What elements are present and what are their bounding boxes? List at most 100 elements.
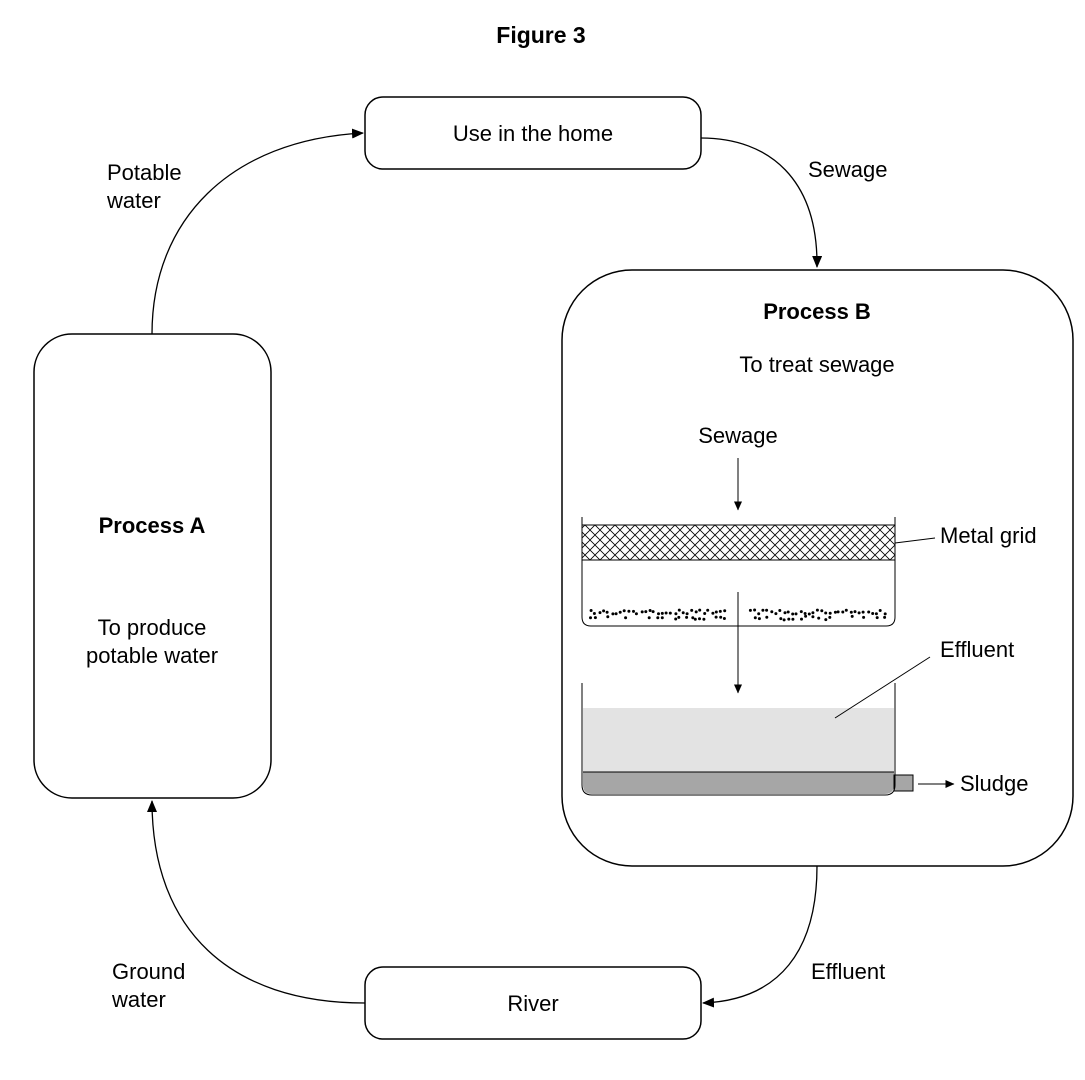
grit-dot (883, 615, 887, 619)
river-label: River (507, 991, 558, 1016)
grit-dot (606, 615, 610, 619)
grit-dot (602, 609, 606, 613)
ground-water-label-line1: Ground (112, 959, 185, 984)
grit-dot (850, 614, 854, 618)
grit-dot (787, 617, 791, 621)
grit-dot (799, 610, 803, 614)
effluent-arrow (702, 865, 818, 1008)
grit-dot (761, 608, 765, 612)
grit-dot (698, 617, 701, 621)
grit-dot (871, 612, 875, 615)
grit-dot (674, 617, 678, 621)
sewage-label: Sewage (808, 157, 888, 182)
sludge-outlet (893, 774, 914, 792)
grit-dot (757, 612, 761, 616)
grit-dot (849, 610, 853, 614)
sewage-arrow (700, 137, 823, 268)
potable-water-label-line2: water (106, 188, 161, 213)
grit-dot (668, 611, 672, 615)
inlet-sewage-label: Sewage (698, 423, 778, 448)
grit-dot (783, 611, 787, 615)
process-b-title: Process B (763, 299, 871, 324)
grit-dot (765, 615, 769, 619)
grit-dot (690, 608, 694, 612)
grit-dot (706, 608, 710, 612)
grit-dot (632, 609, 635, 613)
process-b-description: To treat sewage (739, 352, 894, 377)
grit-dot (674, 612, 678, 616)
grit-dot (651, 610, 655, 614)
grit-dot (614, 612, 618, 616)
grit-dot (853, 610, 857, 614)
grit-dot (794, 612, 798, 616)
grit-dot (779, 617, 783, 621)
sludge-label: Sludge (960, 771, 1029, 796)
grit-dot (836, 610, 840, 614)
ground-water-label-line2: water (111, 987, 166, 1012)
grit-dot (656, 616, 660, 620)
grit-dot (618, 610, 622, 614)
effluent-label: Effluent (811, 959, 885, 984)
grit-dot (718, 609, 722, 613)
grit-dot (664, 611, 668, 615)
grit-dot (598, 611, 602, 615)
grit-dot (589, 616, 592, 620)
upper-tank (581, 517, 896, 627)
grit-dot (753, 608, 757, 612)
grit-dot (681, 611, 685, 615)
ground-water-arrow (147, 800, 366, 1004)
grit-dot (627, 609, 631, 613)
process-a-description-line1: To produce (98, 615, 207, 640)
grit-dot (694, 610, 698, 614)
sewage-treatment-apparatus: Sewage Metal grid Effluent Sludge (581, 423, 1037, 796)
grit-dot (820, 609, 824, 613)
grit-dot (861, 610, 865, 614)
grit-dot (702, 617, 706, 621)
potable-water-label-line1: Potable (107, 160, 182, 185)
grit-dot (592, 612, 596, 615)
grit-dot (711, 611, 715, 615)
grit-dot (774, 612, 778, 616)
grit-dot (634, 612, 638, 616)
river-node: River (364, 966, 702, 1040)
grit-dot (833, 610, 837, 614)
process-a-title: Process A (99, 513, 206, 538)
potable-water-arrow (151, 128, 364, 335)
grit-dot (782, 618, 786, 622)
grit-dot (875, 616, 879, 620)
grit-dot (605, 610, 609, 614)
grit-dot (841, 610, 845, 614)
grit-dot (811, 615, 815, 619)
grit-dot (765, 608, 769, 612)
process-a-node: Process A To produce potable water (33, 333, 272, 799)
grit-dot (677, 615, 681, 619)
grit-dot (624, 616, 628, 620)
grit-dot (640, 610, 644, 614)
grit-dot (807, 612, 811, 616)
grit-dot (778, 609, 782, 612)
grit-dot (611, 612, 615, 616)
effluent-pointer (834, 656, 931, 719)
grit-dot (719, 615, 723, 619)
grit-dot (657, 612, 660, 616)
grit-dot (791, 612, 795, 616)
grit-dot (874, 612, 878, 616)
metal-grid-label: Metal grid (940, 523, 1037, 548)
grit-dot (824, 611, 828, 615)
grit-dot (883, 612, 887, 616)
grit-dot (757, 617, 761, 621)
grit-dot (753, 616, 757, 620)
grit-dot (815, 608, 819, 612)
grit-dot (791, 617, 795, 621)
figure-title: Figure 3 (496, 22, 585, 48)
sludge-layer (583, 772, 894, 794)
grit-dot (857, 611, 861, 615)
grit-dot (722, 617, 726, 620)
grit-dot (748, 608, 752, 612)
grit-dot (714, 615, 718, 619)
grit-dot (723, 609, 727, 613)
grit-dot (824, 618, 828, 622)
grit-dot (685, 615, 689, 619)
grit-dot (811, 611, 815, 615)
